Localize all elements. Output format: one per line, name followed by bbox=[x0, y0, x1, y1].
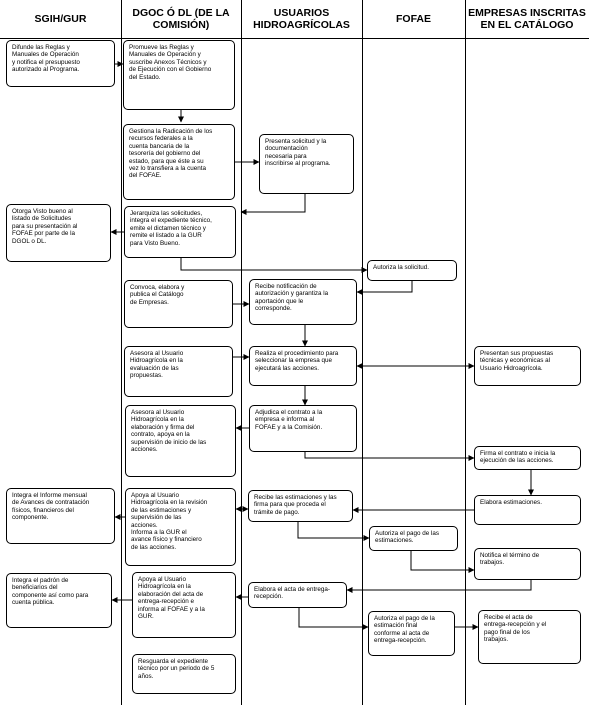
step-apoya-acta: Apoya al Usuario Hidroagrícola en la ela… bbox=[132, 572, 236, 638]
header-empresas-inscritas: EMPRESAS INSCRITAS EN EL CATÁLOGO bbox=[465, 0, 589, 39]
arrow-emp4-usu6 bbox=[346, 580, 532, 593]
lane-divider bbox=[362, 0, 363, 705]
step-apoya-revision: Apoya al Usuario Hidroagrícola en la rev… bbox=[125, 488, 236, 566]
lane-divider bbox=[241, 0, 242, 705]
step-autoriza-solicitud: Autoriza la solicitud. bbox=[367, 260, 457, 281]
step-asesora-contrato: Asesora al Usuario Hidroagrícola en la e… bbox=[125, 405, 236, 477]
lane-divider bbox=[465, 0, 466, 705]
header-fofae: FOFAE bbox=[362, 0, 465, 39]
step-difunde-reglas: Difunde las Reglas y Manuales de Operaci… bbox=[6, 40, 115, 87]
step-presenta-solicitud: Presenta solicitud y la documentación ne… bbox=[259, 134, 354, 194]
step-asesora-evaluacion: Asesora al Usuario Hidroagrícola en la e… bbox=[124, 346, 233, 397]
step-autoriza-pago-final: Autoriza el pago de la estimación final … bbox=[368, 611, 455, 656]
step-convoca-catalogo: Convoca, elabora y publica el Catálogo d… bbox=[124, 280, 233, 328]
step-gestiona-radicacion: Gestiona la Radicación de los recursos f… bbox=[123, 124, 235, 200]
step-elabora-acta: Elabora el acta de entrega- recepción. bbox=[248, 582, 347, 608]
step-notifica-termino: Notifica el término de trabajos. bbox=[474, 548, 581, 580]
step-promueve-reglas: Promueve las Reglas y Manuales de Operac… bbox=[123, 40, 235, 110]
arrow-fofae1-usu2 bbox=[356, 281, 413, 295]
arrow-usu4-emp2 bbox=[304, 452, 475, 461]
header-usuarios-hidroagricolas: USUARIOS HIDROAGRÍCOLAS bbox=[241, 0, 362, 39]
arrow-usu6-fofae3 bbox=[298, 608, 369, 630]
arrow-usu5-fofae2 bbox=[297, 522, 370, 541]
step-recibe-acta: Recibe el acta de entrega-recepción y el… bbox=[478, 610, 581, 664]
step-recibe-estimaciones: Recibe las estimaciones y las firma para… bbox=[248, 490, 353, 522]
step-autoriza-pago-estimaciones: Autoriza el pago de las estimaciones. bbox=[369, 526, 458, 551]
header-dgoc-dl: DGOC Ó DL (DE LA COMISIÓN) bbox=[121, 0, 241, 39]
step-integra-padron: Integra el padrón de beneficiarios del c… bbox=[6, 573, 112, 628]
step-integra-informe-mensual: Integra el Informe mensual de Avances de… bbox=[6, 488, 115, 544]
arrow-fofae2-emp4 bbox=[410, 551, 475, 573]
step-jerarquiza-solicitudes: Jerarquiza las solicitudes, integra el e… bbox=[124, 206, 236, 258]
step-otorga-visto-bueno: Otorga Visto bueno al listado de Solicit… bbox=[6, 204, 111, 262]
arrow-usu1-dgoc3 bbox=[240, 194, 306, 215]
step-realiza-procedimiento: Realiza el procedimiento para selecciona… bbox=[249, 346, 357, 386]
header-sgih-gur: SGIH/GUR bbox=[0, 0, 121, 39]
step-recibe-notificacion: Recibe notificación de autorización y ga… bbox=[249, 279, 357, 325]
lane-divider bbox=[121, 0, 122, 705]
step-elabora-estimaciones: Elabora estimaciones. bbox=[474, 495, 581, 525]
step-presentan-propuestas: Presentan sus propuestas técnicas y econ… bbox=[474, 346, 581, 386]
step-adjudica-contrato: Adjudica el contrato a la empresa e info… bbox=[249, 405, 357, 452]
step-resguarda-expediente: Resguarda el expediente técnico por un p… bbox=[132, 654, 236, 694]
step-firma-contrato: Firma el contrato e inicia la ejecución … bbox=[474, 446, 581, 470]
arrow-dgoc3-fofae1 bbox=[180, 258, 368, 273]
